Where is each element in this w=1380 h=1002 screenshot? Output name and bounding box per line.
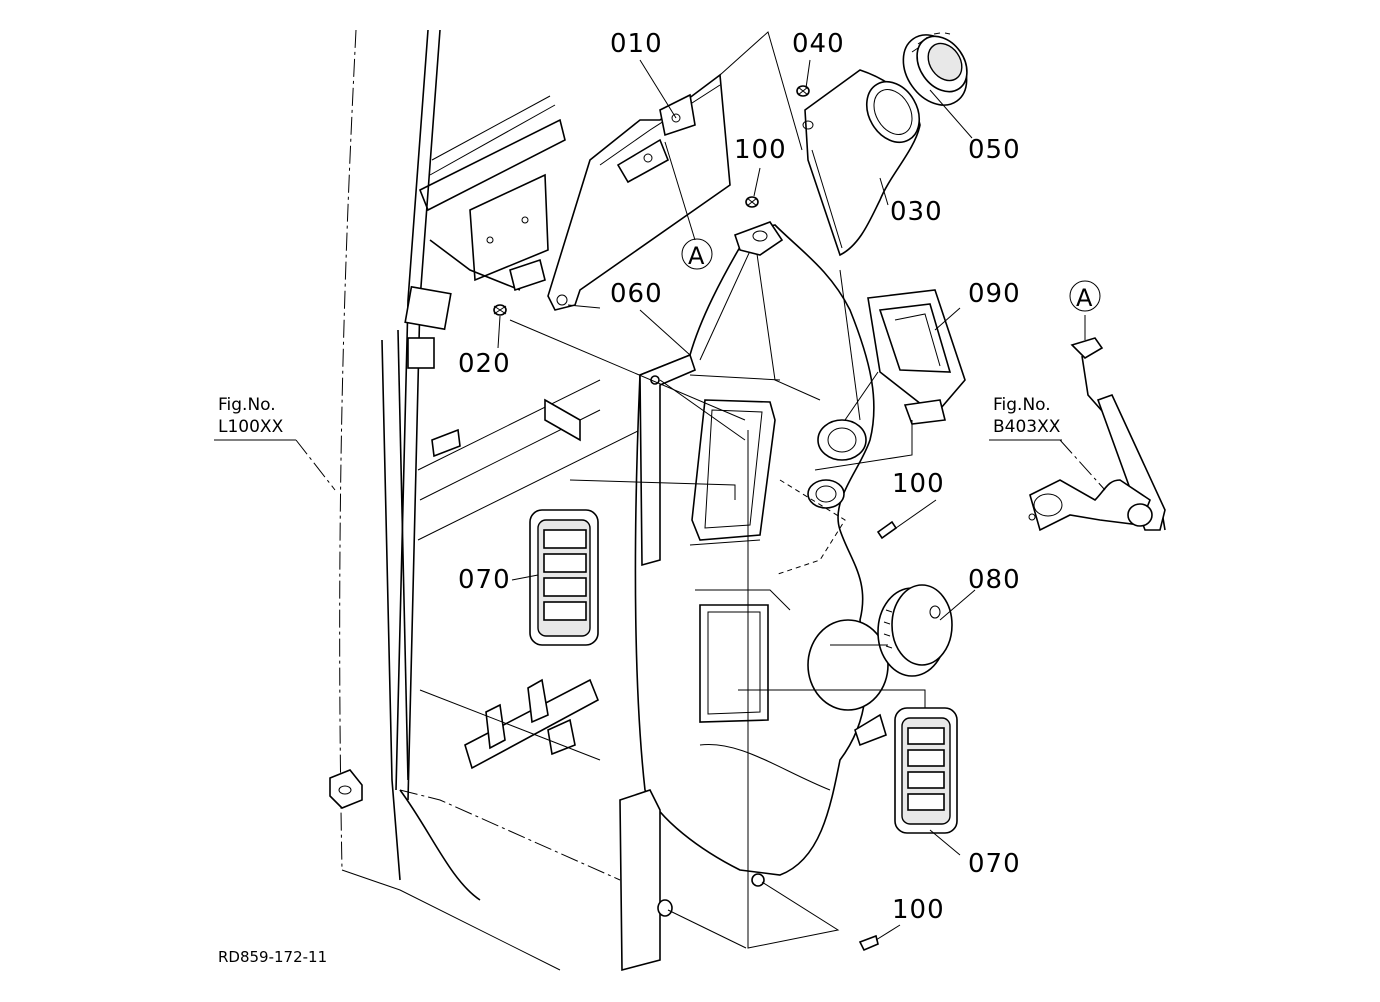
label-090: 090 (968, 279, 1021, 309)
svg-text:B403XX: B403XX (993, 417, 1061, 437)
panel-060 (619, 221, 889, 972)
screw-020 (493, 304, 507, 316)
label-080: 080 (968, 565, 1021, 595)
fig-ref-left: Fig.No. L100XX (214, 395, 296, 441)
screw-040 (796, 85, 810, 97)
reference-marker-a-right: A (1069, 280, 1101, 312)
fig-ref-right: Fig.No. B403XX (989, 395, 1062, 441)
cab-door-pillar (329, 29, 641, 971)
ring-050 (902, 32, 968, 106)
cap-080 (877, 584, 953, 677)
bracket-010 (547, 73, 731, 311)
leader-lines (295, 31, 1106, 949)
part-labels: 010 040 100 050 030 060 090 020 100 070 … (458, 29, 1021, 925)
label-060: 060 (610, 279, 663, 309)
screw-100-top (745, 196, 759, 208)
vent-070-right (894, 707, 958, 834)
svg-text:A: A (1076, 284, 1093, 312)
vent-070-left (529, 509, 599, 646)
grille-090 (867, 289, 966, 425)
duct-030 (802, 69, 921, 257)
label-070-left: 070 (458, 565, 511, 595)
label-100-bottom: 100 (892, 895, 945, 925)
screw-100-mid (876, 520, 898, 540)
reference-marker-a-left: A (681, 238, 713, 270)
svg-text:L100XX: L100XX (218, 417, 284, 437)
label-070-right: 070 (968, 849, 1021, 879)
svg-text:Fig.No.: Fig.No. (993, 395, 1051, 415)
label-030: 030 (890, 197, 943, 227)
label-040: 040 (792, 29, 845, 59)
label-050: 050 (968, 135, 1021, 165)
label-010: 010 (610, 29, 663, 59)
label-100-mid: 100 (892, 469, 945, 499)
detail-bracket-a (1028, 337, 1166, 532)
screw-100-bottom (858, 934, 879, 952)
label-100-top: 100 (734, 135, 787, 165)
drawing-code: RD859-172-11 (218, 948, 327, 966)
svg-text:Fig.No.: Fig.No. (218, 395, 276, 415)
label-020: 020 (458, 349, 511, 379)
svg-text:A: A (688, 242, 705, 270)
